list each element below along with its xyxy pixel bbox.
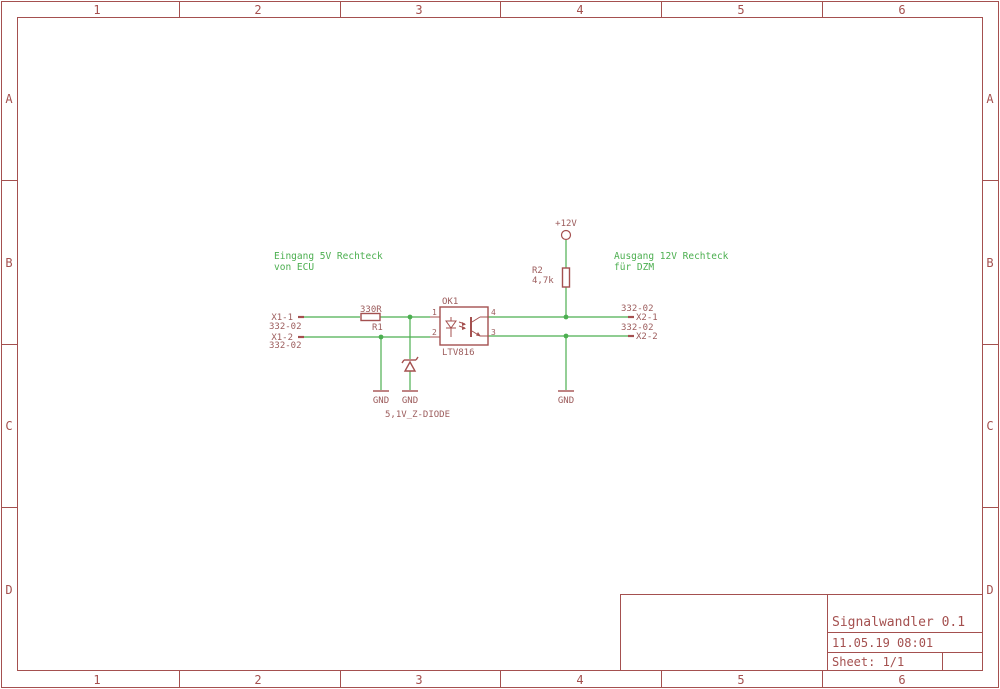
- resistor-value: 4,7k: [532, 276, 554, 286]
- title-block-sheet: Sheet: 1/1: [832, 655, 904, 669]
- frame-row-labels: A B C D A B C D: [5, 92, 994, 597]
- optocoupler-ok1[interactable]: 1 2 3 4 OK1 LTV816: [430, 297, 496, 358]
- connector-x2-2[interactable]: 332-02 X2-2: [621, 323, 658, 342]
- pin-number: 4: [491, 308, 496, 317]
- optocoupler-value: LTV816: [442, 348, 475, 358]
- junction-dot: [378, 334, 384, 340]
- connector-x1-1[interactable]: X1-1 332-02: [269, 313, 304, 332]
- junction-dot: [563, 314, 569, 320]
- connector-x1-2[interactable]: X1-2 332-02: [269, 333, 304, 351]
- resistor-r1[interactable]: 330R R1: [360, 305, 383, 333]
- input-note-line1: Eingang 5V Rechteck: [274, 251, 383, 262]
- row-label-left: B: [5, 256, 12, 270]
- resistor-name: R1: [372, 323, 383, 333]
- title-block: Signalwandler 0.1 11.05.19 08:01 Sheet: …: [620, 594, 983, 671]
- gnd-symbol: GND: [558, 390, 574, 406]
- column-label-bottom: 2: [254, 673, 261, 687]
- gnd-symbol: GND: [373, 390, 389, 406]
- row-label-right: A: [986, 92, 994, 106]
- z-diode[interactable]: GND 5,1V_Z-DIODE: [385, 356, 450, 420]
- resistor-r2[interactable]: R2 4,7k: [532, 266, 571, 288]
- frame-column-labels: 1 2 3 4 5 6 1 2 3 4 5 6: [93, 3, 905, 687]
- connector-x2-1[interactable]: 332-02 X2-1: [621, 304, 658, 323]
- row-label-right: D: [986, 583, 993, 597]
- input-note-line2: von ECU: [274, 262, 314, 273]
- resistor-name: R2: [532, 266, 543, 276]
- connector-value: 332-02: [269, 341, 302, 351]
- z-diode-value: 5,1V_Z-DIODE: [385, 410, 450, 420]
- pin-number: 3: [491, 328, 496, 337]
- net-junctions: [378, 314, 569, 340]
- junction-dot: [407, 314, 413, 320]
- column-label-top: 2: [254, 3, 261, 17]
- gnd-label: GND: [402, 396, 418, 406]
- column-label-bottom: 4: [576, 673, 583, 687]
- row-label-left: C: [5, 419, 12, 433]
- connector-name: X1-2: [271, 333, 293, 343]
- output-note: Ausgang 12V Rechteck für DZM: [614, 251, 729, 273]
- output-note-line1: Ausgang 12V Rechteck: [614, 251, 729, 262]
- column-label-top: 6: [898, 3, 905, 17]
- optocoupler-name: OK1: [442, 297, 458, 307]
- column-label-bottom: 5: [737, 673, 744, 687]
- column-label-top: 5: [737, 3, 744, 17]
- column-label-top: 4: [576, 3, 583, 17]
- supply-label: +12V: [555, 219, 577, 229]
- column-label-top: 3: [415, 3, 422, 17]
- gnd-label: GND: [373, 396, 389, 406]
- column-label-top: 1: [93, 3, 100, 17]
- column-label-bottom: 3: [415, 673, 422, 687]
- column-label-bottom: 6: [898, 673, 905, 687]
- row-label-right: C: [986, 419, 993, 433]
- title-block-date: 11.05.19 08:01: [832, 636, 933, 650]
- gnd-label: GND: [558, 396, 574, 406]
- output-note-line2: für DZM: [614, 262, 654, 273]
- resistor-value: 330R: [360, 305, 382, 315]
- supply-12v[interactable]: +12V: [555, 219, 577, 241]
- junction-dot: [563, 333, 569, 339]
- connector-name: X1-1: [271, 313, 293, 323]
- input-note: Eingang 5V Rechteck von ECU: [274, 251, 383, 273]
- row-label-left: D: [5, 583, 12, 597]
- net-wires: [304, 240, 628, 390]
- column-label-bottom: 1: [93, 673, 100, 687]
- row-label-right: B: [986, 256, 993, 270]
- row-label-left: A: [5, 92, 13, 106]
- connector-value: 332-02: [621, 304, 654, 314]
- connector-value: 332-02: [269, 322, 302, 332]
- connector-name: X2-2: [636, 332, 658, 342]
- title-block-title: Signalwandler 0.1: [832, 615, 965, 630]
- pin-number: 1: [432, 308, 437, 317]
- connector-value: 332-02: [621, 323, 654, 333]
- connector-name: X2-1: [636, 313, 658, 323]
- pin-number: 2: [432, 328, 437, 337]
